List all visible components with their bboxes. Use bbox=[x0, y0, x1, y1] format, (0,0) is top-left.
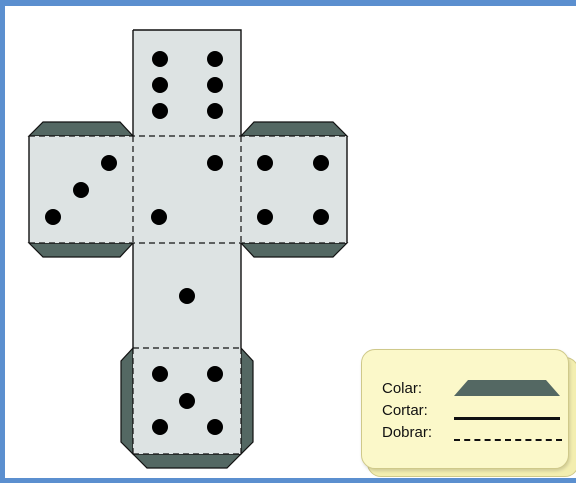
fold-line-swatch bbox=[454, 439, 562, 441]
pip bbox=[73, 182, 89, 198]
legend-card: Colar: Cortar: Dobrar: bbox=[361, 349, 569, 469]
pip bbox=[313, 155, 329, 171]
pip bbox=[101, 155, 117, 171]
pip bbox=[152, 366, 168, 382]
glue-tab-bottom-left bbox=[121, 348, 133, 454]
pip bbox=[152, 419, 168, 435]
pip bbox=[151, 209, 167, 225]
face-center bbox=[133, 136, 241, 243]
pip bbox=[152, 51, 168, 67]
pip bbox=[257, 155, 273, 171]
pip bbox=[207, 155, 223, 171]
glue-tab-left-top bbox=[29, 122, 133, 136]
pip bbox=[313, 209, 329, 225]
pip bbox=[45, 209, 61, 225]
pip bbox=[152, 103, 168, 119]
pip bbox=[207, 103, 223, 119]
glue-tab-bottom bbox=[133, 454, 241, 468]
pip bbox=[179, 393, 195, 409]
legend-glue-label: Colar: bbox=[382, 381, 422, 397]
glue-tab-right-bottom bbox=[241, 243, 347, 257]
glue-tab-left-bottom bbox=[29, 243, 133, 257]
cut-line-swatch bbox=[454, 417, 560, 420]
legend: Colar: Cortar: Dobrar: bbox=[361, 349, 575, 475]
pip bbox=[257, 209, 273, 225]
legend-fold-label: Dobrar: bbox=[382, 425, 432, 441]
faces bbox=[29, 30, 347, 454]
legend-cut-label: Cortar: bbox=[382, 403, 428, 419]
glue-tab-bottom-right bbox=[241, 348, 253, 454]
pip bbox=[152, 77, 168, 93]
face-right bbox=[241, 136, 347, 243]
pip bbox=[179, 288, 195, 304]
glue-swatch-icon bbox=[454, 380, 560, 396]
glue-tab-right-top bbox=[241, 122, 347, 136]
pip bbox=[207, 366, 223, 382]
pip bbox=[207, 77, 223, 93]
pip bbox=[207, 419, 223, 435]
pip bbox=[207, 51, 223, 67]
face-top bbox=[133, 30, 241, 136]
